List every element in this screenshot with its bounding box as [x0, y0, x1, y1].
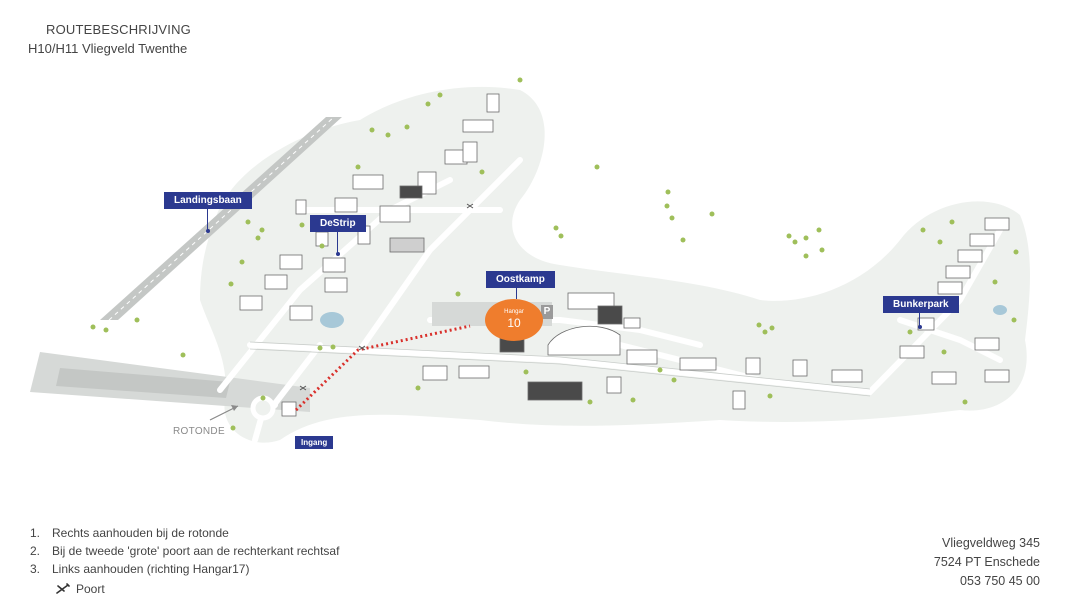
- address-street: Vliegveldweg 345: [942, 536, 1040, 550]
- runway-centerline: [108, 116, 335, 321]
- step-text: Links aanhouden (richting Hangar17): [52, 562, 250, 576]
- pin-dot-landingsbaan: [206, 229, 210, 233]
- label-bunkerpark: Bunkerpark: [883, 296, 959, 313]
- header-title: ROUTEBESCHRIJVING: [46, 22, 191, 37]
- apron: [56, 368, 230, 398]
- step-text: Rechts aanhouden bij de rotonde: [52, 526, 229, 540]
- header-subtitle: H10/H11 Vliegveld Twenthe: [28, 41, 188, 56]
- gate-markers: [299, 203, 474, 391]
- label-destrip: DeStrip: [310, 215, 366, 232]
- roundabout: [250, 395, 276, 421]
- step-number: 2.: [30, 544, 41, 558]
- pin-destrip: [337, 231, 338, 253]
- gate-icon: [56, 583, 70, 594]
- step-text: Bij de tweede 'grote' poort aan de recht…: [52, 544, 340, 558]
- pin-landingsbaan: [207, 208, 208, 230]
- arrow-head-icon: [231, 405, 238, 411]
- route-line: [294, 324, 471, 412]
- address-block: Vliegveldweg 345 7524 PT Enschede 053 75…: [934, 534, 1040, 591]
- pin-bunkerpark: [919, 312, 920, 326]
- map-header: ROUTEBESCHRIJVING H10/H11 Vliegveld Twen…: [28, 20, 191, 58]
- pond: [320, 312, 344, 328]
- pin-oostkamp: [516, 287, 517, 299]
- hangar-label: Hangar: [504, 309, 524, 315]
- pin-dot-bunkerpark: [918, 325, 922, 329]
- hangar-number: 10: [507, 316, 521, 330]
- runway: [100, 117, 342, 320]
- trees: [90, 77, 1019, 431]
- label-landingsbaan: Landingsbaan: [164, 192, 252, 209]
- label-ingang: Ingang: [295, 436, 334, 449]
- label-oostkamp: Oostkamp: [486, 271, 555, 288]
- parking-sign: P: [541, 305, 553, 319]
- address-phone: 053 750 45 00: [960, 574, 1040, 588]
- direction-step: 3. Links aanhouden (richting Hangar17): [30, 560, 339, 578]
- direction-step: 2. Bij de tweede 'grote' poort aan de re…: [30, 542, 339, 560]
- address-city: 7524 PT Enschede: [933, 555, 1040, 569]
- directions-list: 1. Rechts aanhouden bij de rotonde 2. Bi…: [30, 524, 339, 578]
- step-number: 3.: [30, 562, 41, 576]
- direction-step: 1. Rechts aanhouden bij de rotonde: [30, 524, 339, 542]
- label-rotonde: ROTONDE: [173, 426, 225, 437]
- step-number: 1.: [30, 526, 41, 540]
- buildings: [239, 93, 1010, 417]
- pond: [993, 305, 1007, 315]
- legend-label: Poort: [76, 582, 105, 596]
- legend: Poort: [56, 582, 105, 596]
- hangar-10-marker: Hangar 10: [485, 299, 543, 341]
- pin-dot-destrip: [336, 252, 340, 256]
